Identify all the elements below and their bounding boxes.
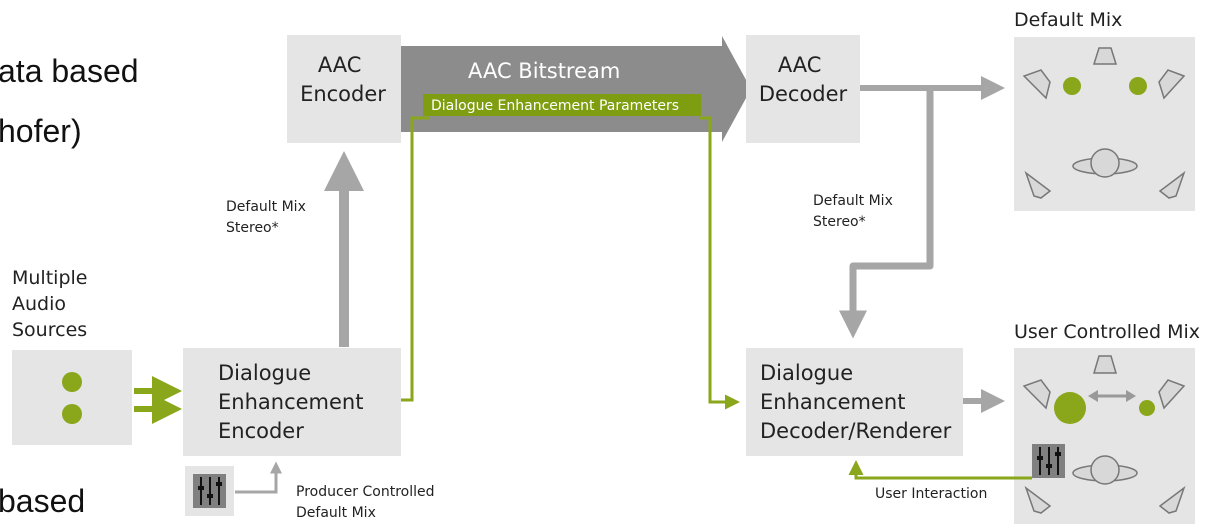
speaker-icon bbox=[1024, 170, 1052, 199]
speaker-icon bbox=[1022, 379, 1051, 410]
speaker-icon bbox=[1022, 69, 1051, 100]
slide-text-line-1: ata based bbox=[0, 53, 139, 89]
aac-bitstream-arrow bbox=[401, 36, 751, 142]
aac-decoder-box bbox=[746, 35, 860, 143]
default-mix-panel bbox=[1014, 37, 1195, 211]
parameters-green-out bbox=[700, 116, 740, 410]
speaker-icon bbox=[1024, 485, 1052, 514]
de-encoder-label: Dialogue Enhancement Encoder bbox=[218, 361, 370, 443]
listener-head bbox=[1090, 148, 1120, 178]
producer-controlled-label: Producer Controlled Default Mix bbox=[296, 484, 439, 521]
listener-head bbox=[1090, 455, 1120, 485]
speaker-icon bbox=[1158, 69, 1186, 100]
aac-decoder-label: AAC Decoder bbox=[759, 53, 848, 106]
audio-sources-box bbox=[12, 350, 132, 445]
speaker-icon bbox=[1092, 47, 1118, 65]
default-mix-stereo-right-label: Default Mix Stereo* bbox=[813, 193, 897, 230]
audio-source-dot bbox=[62, 404, 82, 424]
default-mix-speakers bbox=[1022, 47, 1186, 199]
user-mix-speakers bbox=[1022, 355, 1186, 514]
dialogue-dot bbox=[1129, 77, 1147, 95]
user-mix-panel bbox=[1014, 348, 1195, 524]
audio-source-dot bbox=[62, 372, 82, 392]
speaker-icon bbox=[1158, 379, 1186, 410]
dialogue-dot-small bbox=[1139, 400, 1155, 416]
default-mix-title: Default Mix bbox=[1014, 9, 1122, 31]
user-interaction-arrow bbox=[848, 460, 1032, 480]
fader-lines bbox=[200, 477, 220, 505]
to-de-decoder-arrow bbox=[839, 88, 934, 339]
speaker-icon bbox=[1158, 485, 1186, 514]
de-parameters-tag bbox=[423, 94, 701, 116]
de-decoder-label: Dialogue Enhancement Decoder/Renderer bbox=[760, 361, 952, 443]
speaker-icon bbox=[1092, 355, 1118, 374]
de-decoder-box bbox=[746, 348, 963, 456]
parameters-green-in bbox=[401, 116, 430, 402]
default-mix-stereo-left-label: Default Mix Stereo* bbox=[226, 199, 310, 236]
dialogue-dot-large bbox=[1054, 392, 1086, 424]
multiple-audio-sources-label: Multiple Audio Sources bbox=[12, 267, 94, 341]
dialogue-dot bbox=[1063, 77, 1081, 95]
speaker-icon bbox=[1158, 170, 1186, 199]
producer-arrow bbox=[235, 461, 282, 494]
de-encoder-box bbox=[183, 348, 401, 456]
slide-text-line-3: based bbox=[0, 483, 85, 519]
user-interaction-label: User Interaction bbox=[875, 486, 987, 502]
aac-bitstream-label: AAC Bitstream bbox=[468, 59, 620, 83]
aac-encoder-label: AAC Encoder bbox=[300, 53, 386, 106]
user-controlled-mix-title: User Controlled Mix bbox=[1014, 321, 1200, 343]
de-parameters-label: Dialogue Enhancement Parameters bbox=[431, 98, 679, 114]
fader-knobs bbox=[198, 482, 222, 498]
slide-text-line-2: hofer) bbox=[0, 113, 82, 149]
aac-encoder-box bbox=[287, 35, 401, 143]
double-arrow-icon bbox=[1088, 390, 1136, 402]
